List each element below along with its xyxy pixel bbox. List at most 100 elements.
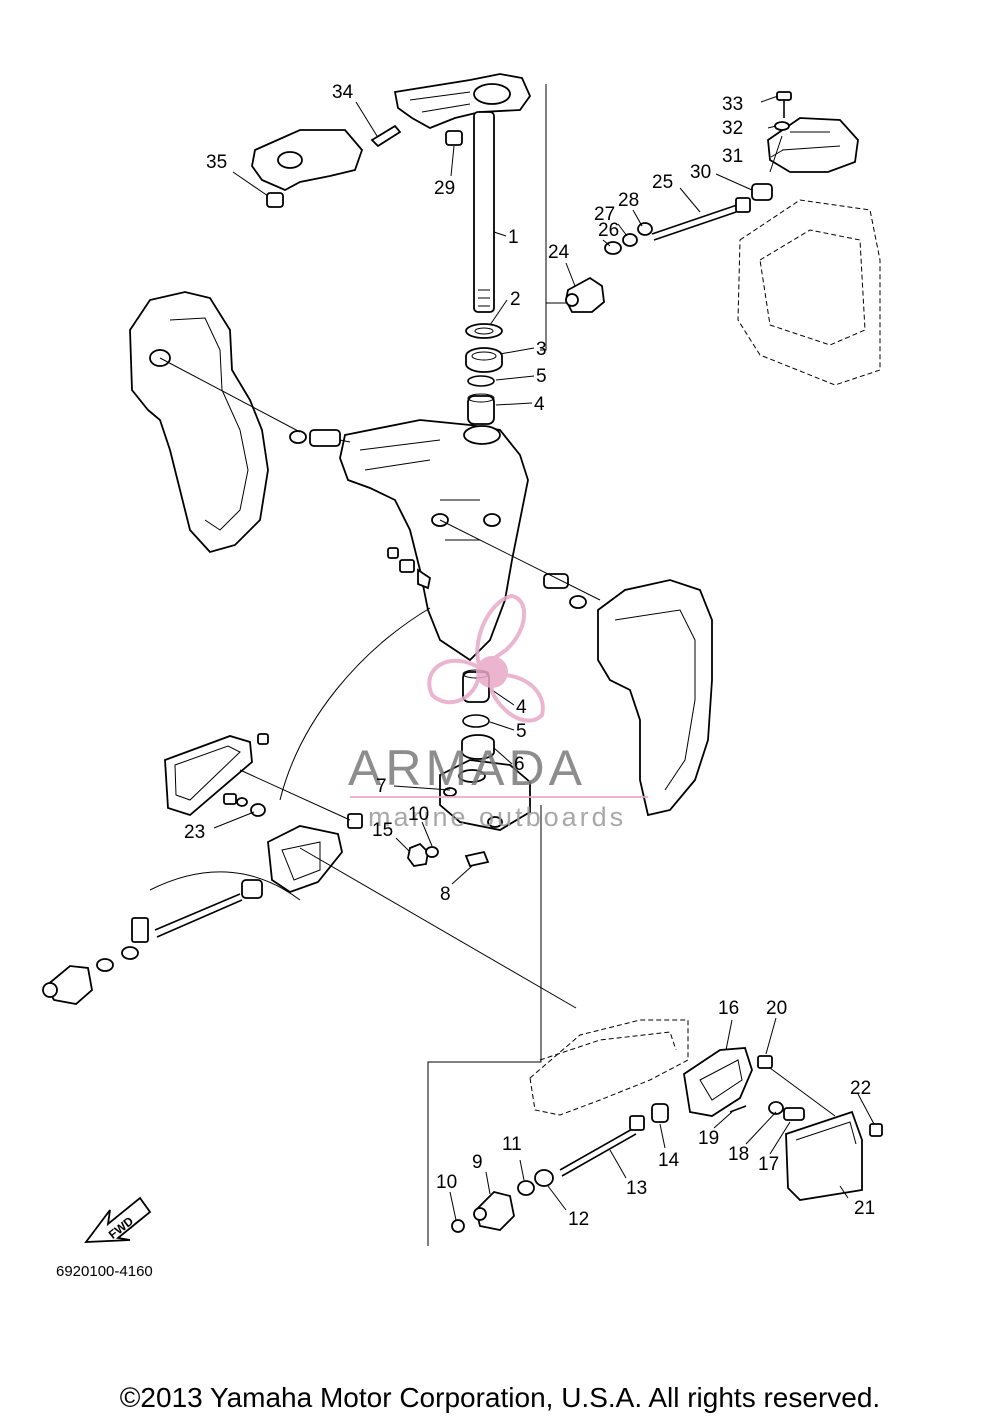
- bolt-17: [783, 1107, 805, 1121]
- rubber-mount-left: [42, 965, 93, 1005]
- watermark-brand: ARMADA: [348, 740, 586, 796]
- washer-10a: [425, 846, 439, 858]
- callout-c4a: 4: [534, 394, 545, 415]
- callout-c3: 3: [536, 339, 547, 360]
- cover-21: [785, 1110, 863, 1201]
- callout-c22: 22: [850, 1078, 871, 1099]
- callout-c19: 19: [698, 1128, 719, 1149]
- diagram-code: 6920100-4160: [56, 1263, 153, 1280]
- callout-leaders: [213, 95, 875, 1221]
- mount-housing-16: [683, 1047, 753, 1117]
- callout-c21: 21: [854, 1198, 875, 1219]
- callout-c15: 15: [372, 820, 393, 841]
- seal-3: [465, 347, 503, 373]
- washer-12: [534, 1169, 554, 1187]
- washer-11: [517, 1180, 535, 1196]
- callout-c2: 2: [510, 289, 521, 310]
- bolt-23: [223, 793, 266, 817]
- watermark: ARMADA marine outboards: [348, 593, 648, 832]
- small-parts-top-left: [257, 733, 363, 829]
- callout-c11: 11: [502, 1134, 522, 1155]
- callout-c1: 1: [508, 227, 519, 248]
- callout-c10b: 10: [436, 1172, 457, 1193]
- left-cover: [164, 735, 253, 817]
- callout-c33: 33: [722, 94, 743, 115]
- callout-c5b: 5: [516, 721, 527, 742]
- callout-c29: 29: [434, 178, 455, 199]
- callout-c30: 30: [690, 162, 711, 183]
- steering-arm: [393, 73, 532, 129]
- washer-28: [637, 222, 653, 236]
- rubber-mount-9: [473, 1191, 515, 1231]
- callout-c8: 8: [440, 884, 451, 905]
- fwd-arrow-icon: FWD: [84, 1196, 152, 1243]
- callout-c6: 6: [514, 754, 525, 775]
- nut-15: [407, 842, 429, 867]
- washers-left: [96, 946, 139, 972]
- bolt-22: [869, 1123, 883, 1137]
- callout-c26: 26: [598, 220, 619, 241]
- bushing-left: [289, 429, 341, 447]
- callout-labels: 1234455678910101112131415161718192021222…: [184, 82, 875, 1230]
- clamp-bracket-starboard: [597, 579, 713, 817]
- callout-c16: 16: [718, 998, 739, 1019]
- callout-c23: 23: [184, 822, 205, 843]
- watermark-tagline: marine outboards: [368, 802, 626, 832]
- grease-nipple: [387, 547, 432, 590]
- collar-14: [651, 1103, 669, 1123]
- callout-c13: 13: [626, 1178, 647, 1199]
- callout-c31: 31: [722, 146, 743, 167]
- bolt-25: [651, 197, 751, 241]
- callout-c35: 35: [206, 152, 227, 173]
- washer-10b: [451, 1219, 465, 1233]
- copyright-notice: ©2013 Yamaha Motor Corporation, U.S.A. A…: [119, 1382, 881, 1413]
- callout-c18: 18: [728, 1144, 749, 1165]
- assembly-lines: [149, 84, 836, 1246]
- callout-c27: 27: [594, 204, 615, 225]
- steering-arm-bracket: [251, 129, 364, 191]
- grease-nipple-19: [729, 1105, 747, 1113]
- callout-c25: 25: [652, 172, 673, 193]
- nut-35: [266, 192, 284, 208]
- bushing-4a: [467, 393, 495, 425]
- bolt-33: [776, 91, 792, 118]
- seal-6: [461, 734, 495, 760]
- callout-c24: 24: [548, 242, 570, 263]
- o-ring-5a: [467, 375, 495, 387]
- stud-bolt-34: [370, 124, 402, 148]
- exhaust-guide: [737, 199, 881, 386]
- collar-30: [751, 183, 773, 201]
- washer-18: [768, 1101, 784, 1115]
- o-ring-5b: [462, 714, 490, 728]
- callout-c4b: 4: [516, 697, 527, 718]
- callout-c17: 17: [758, 1154, 779, 1175]
- collar-left: [241, 879, 263, 899]
- bolt-13: [559, 1115, 645, 1177]
- clamp-bracket-port: [129, 291, 269, 554]
- callout-c12: 12: [568, 1209, 589, 1230]
- callout-c20: 20: [766, 998, 787, 1019]
- callout-c7: 7: [376, 776, 387, 797]
- propeller-logo-icon: [427, 593, 545, 723]
- mount-housing-left: [267, 825, 343, 893]
- bolt-left: [131, 893, 243, 943]
- lower-mount-housing-7: [439, 759, 531, 831]
- steering-shaft: [473, 111, 495, 313]
- callout-c34: 34: [332, 82, 354, 103]
- callout-c28: 28: [618, 190, 639, 211]
- callout-c5a: 5: [536, 366, 547, 387]
- washer-32: [774, 121, 790, 131]
- callout-c9: 9: [472, 1152, 483, 1173]
- swivel-bracket: [339, 419, 529, 662]
- clip-8: [464, 850, 490, 868]
- nut-20: [757, 1055, 773, 1069]
- washer-2: [465, 323, 503, 339]
- rubber-mount-24: [565, 276, 605, 313]
- nut-29: [445, 130, 463, 146]
- upper-mount-cover: [767, 117, 859, 173]
- callout-c14: 14: [658, 1150, 680, 1171]
- callout-c10a: 10: [408, 804, 429, 825]
- bushing-right: [543, 573, 587, 609]
- lower-case-outline: [529, 1019, 689, 1116]
